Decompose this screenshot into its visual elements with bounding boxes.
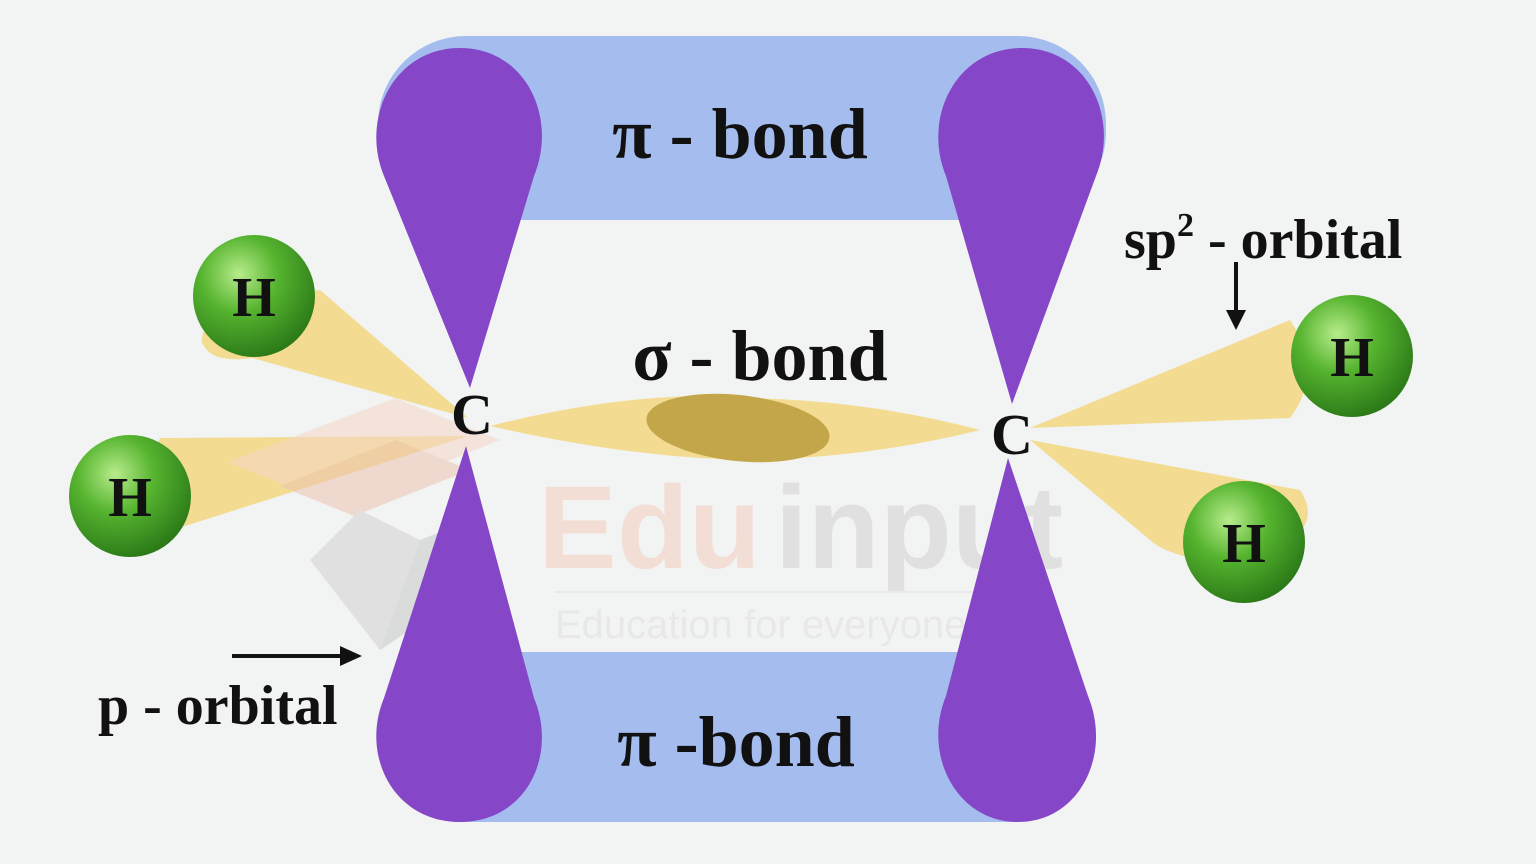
hydrogen-atom-left-lower: H: [69, 435, 191, 557]
pi-bond-bottom-label: π -bond: [617, 702, 855, 782]
p-orbital-label: p - orbital: [98, 675, 338, 737]
hydrogen-atom-left-upper: H: [193, 235, 315, 357]
sp2-label-base: sp: [1124, 209, 1177, 271]
p-orbital-left-top-lobe: [376, 48, 542, 388]
pi-overlap-top: [378, 36, 1106, 220]
hydrogen-label: H: [108, 467, 152, 529]
hydrogen-atom-right-upper: H: [1291, 295, 1413, 417]
down-arrow-icon: [1226, 262, 1246, 330]
sp2-orbital-right-upper: [1030, 320, 1308, 428]
hydrogen-atom-right-lower: H: [1183, 481, 1305, 603]
sigma-bond-label: σ - bond: [632, 316, 887, 396]
sp2-label-superscript: 2: [1177, 207, 1194, 244]
watermark-tagline: Education for everyone: [555, 603, 966, 647]
hydrogen-label: H: [232, 267, 276, 329]
right-arrow-icon: [232, 646, 362, 666]
sigma-overlap: [646, 393, 830, 463]
sp2-orbital-label: sp2 - orbital: [1124, 207, 1402, 271]
sp2-label-rest: - orbital: [1194, 209, 1402, 271]
carbon-label-left: C: [451, 382, 493, 447]
p-orbital-left-bottom-lobe: [376, 446, 542, 822]
p-orbital-right-bottom-lobe: [938, 458, 1096, 822]
p-orbital-right-top-lobe: [938, 48, 1104, 404]
carbon-label-right: C: [991, 402, 1033, 467]
watermark-brand-edu: Edu: [538, 462, 761, 594]
pi-bond-top-label: π - bond: [612, 94, 868, 174]
hydrogen-label: H: [1222, 513, 1266, 575]
hydrogen-label: H: [1330, 327, 1374, 389]
pi-overlap-bottom: [378, 652, 1096, 822]
graduation-cap-logo-icon: [228, 398, 500, 650]
